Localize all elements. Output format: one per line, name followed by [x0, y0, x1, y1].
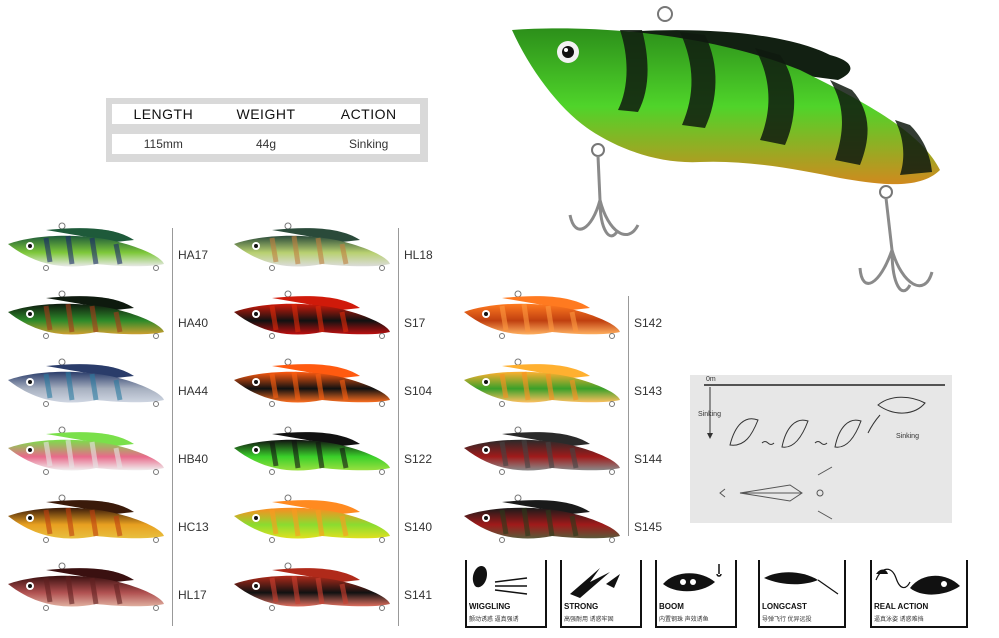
- feature-title: STRONG: [564, 602, 599, 611]
- feature-title: REAL ACTION: [874, 602, 929, 611]
- lure-swatch: [234, 426, 390, 475]
- lure-code: HA44: [178, 384, 209, 398]
- real-action-icon: [875, 568, 960, 595]
- spec-header-length: LENGTH: [133, 106, 194, 122]
- longcast-icon: [764, 572, 839, 595]
- lure-swatch: [234, 562, 390, 611]
- lure-code: S142: [634, 316, 663, 330]
- feature-wiggling: WIGGLING 颤动诱惑 逼真强诱: [465, 560, 547, 630]
- column-divider-3: [628, 296, 629, 536]
- feature-subtitle: 高强耐用 诱惑牢固: [564, 617, 614, 623]
- lure-swatch: [234, 358, 390, 407]
- spec-value-row: 115mm 44g Sinking: [112, 134, 420, 154]
- feature-subtitle: 导弹飞行 优异远投: [762, 617, 812, 623]
- feature-frame: [465, 560, 547, 628]
- feature-real-action: REAL ACTION 逼真泳姿 诱惑难挡: [870, 560, 968, 630]
- lure-swatch: [464, 426, 620, 475]
- spec-table: LENGTH WEIGHT ACTION 115mm 44g Sinking: [106, 98, 428, 162]
- lure-code: S17: [404, 316, 426, 330]
- feature-boom: BOOM 内置钢珠 声效诱鱼: [655, 560, 737, 630]
- spec-value-length: 115mm: [143, 137, 183, 151]
- sinking-action-diagram: 0m Sinking Sinking: [690, 375, 952, 523]
- feature-subtitle: 逼真泳姿 诱惑难挡: [874, 617, 924, 623]
- wiggling-icon: [472, 566, 528, 595]
- strong-icon: [570, 568, 620, 598]
- feature-title: BOOM: [659, 602, 684, 611]
- spec-value-weight: 44g: [255, 137, 277, 151]
- lure-swatch: [8, 290, 164, 339]
- lure-code: HB40: [178, 452, 209, 466]
- lure-code: S145: [634, 520, 663, 534]
- spec-header-row: LENGTH WEIGHT ACTION: [112, 104, 420, 124]
- lure-swatch: [8, 562, 164, 611]
- feature-subtitle: 内置钢珠 声效诱鱼: [659, 617, 709, 623]
- feature-longcast: LONGCAST 导弹飞行 优异远投: [758, 560, 846, 630]
- lure-swatch: [234, 222, 390, 271]
- lure-code: HC13: [178, 520, 209, 534]
- lure-swatch: [8, 426, 164, 475]
- lure-code: S141: [404, 588, 433, 602]
- lure-code: S144: [634, 452, 663, 466]
- lure-swatch: [8, 358, 164, 407]
- feature-frame: [758, 560, 846, 628]
- feature-subtitle: 颤动诱惑 逼真强诱: [469, 617, 519, 623]
- lure-code: S104: [404, 384, 433, 398]
- lure-swatch: [464, 290, 620, 339]
- lure-code: HA17: [178, 248, 209, 262]
- lure-swatch: [234, 494, 390, 543]
- sinking-diagram-drawing: [704, 384, 945, 520]
- lure-swatch: [234, 290, 390, 339]
- feature-frame: [560, 560, 642, 628]
- spec-value-action: Sinking: [349, 137, 389, 151]
- sinking-right-label: Sinking: [896, 433, 919, 440]
- lure-swatch: [8, 222, 164, 271]
- feature-title: WIGGLING: [469, 602, 511, 611]
- feature-frame: [870, 560, 968, 628]
- lure-code: S122: [404, 452, 433, 466]
- depth-label: 0m: [706, 376, 716, 383]
- feature-title: LONGCAST: [762, 602, 807, 611]
- boom-icon: [663, 564, 722, 592]
- lure-code: S143: [634, 384, 663, 398]
- lure-code: HL18: [404, 248, 433, 262]
- lure-code: S140: [404, 520, 433, 534]
- lure-code: HA40: [178, 316, 209, 330]
- column-divider-1: [172, 228, 173, 626]
- sinking-side-label: Sinking: [698, 411, 721, 418]
- spec-header-weight: WEIGHT: [236, 106, 296, 122]
- lure-swatch: [464, 358, 620, 407]
- hero-lure-image: [512, 6, 940, 293]
- lure-swatch: [8, 494, 164, 543]
- lure-code: HL17: [178, 588, 207, 602]
- lure-swatch: [464, 494, 620, 543]
- column-divider-2: [398, 228, 399, 626]
- spec-header-action: ACTION: [340, 106, 397, 122]
- feature-strong: STRONG 高强耐用 诱惑牢固: [560, 560, 642, 630]
- feature-frame: [655, 560, 737, 628]
